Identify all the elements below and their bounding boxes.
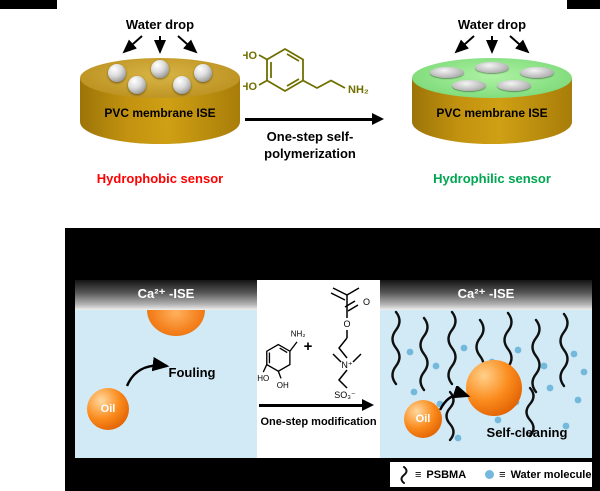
- ho-label-small: HO: [257, 374, 269, 383]
- ho-label-top: HO: [243, 50, 257, 62]
- carbonyl-o-label: O: [363, 297, 370, 307]
- water-dot-icon: [574, 396, 582, 404]
- polymer-squiggle-icon: [391, 310, 401, 386]
- water-drop-sphere: [173, 76, 191, 94]
- pvc-membrane-cylinder-hydrophilic: PVC membrane ISE: [412, 58, 572, 146]
- legend-water-label: Water molecule: [510, 468, 592, 481]
- spread-water-drop: [452, 80, 486, 91]
- oil-droplet-right: Oil: [404, 400, 442, 438]
- polymer-squiggle-icon: [525, 386, 535, 438]
- water-dot-icon: [410, 388, 418, 396]
- ho-label-bottom: HO: [243, 81, 257, 93]
- water-drop-label-right: Water drop: [457, 17, 527, 32]
- water-drop-pointer-arrows-left: [122, 35, 198, 54]
- water-dot-icon: [570, 350, 578, 358]
- oh-label-small: OH: [277, 381, 289, 390]
- polymer-squiggle-icon: [445, 390, 455, 442]
- ca-ise-electrode-left: Ca²⁺ -ISE: [75, 280, 257, 310]
- top-panel: Water drop PVC membrane ISE Hydrophobic …: [55, 0, 598, 214]
- dopamine-molecule: HO HO NH₂: [243, 47, 369, 96]
- water-drop-sphere: [194, 64, 212, 82]
- spread-water-drop: [520, 67, 554, 78]
- n-plus-label: N⁺: [341, 360, 352, 370]
- hydrophilic-sensor-label: Hydrophilic sensor: [433, 171, 551, 186]
- repelled-oil-droplet: [466, 360, 522, 416]
- self-cleaning-arrow: [438, 386, 471, 411]
- water-dot-icon: [540, 362, 548, 370]
- polymer-squiggle-icon: [400, 465, 408, 484]
- polymer-squiggle-icon: [419, 316, 429, 392]
- top-border-left: [0, 0, 57, 9]
- spread-water-drop: [430, 67, 464, 78]
- legend-equiv-2: ≡: [499, 468, 506, 481]
- water-dot-icon: [485, 470, 495, 479]
- water-drop-pointer-arrows-right: [454, 35, 530, 54]
- fouling-arrow: [125, 356, 170, 387]
- water-drop-sphere: [128, 76, 146, 94]
- water-dot-icon: [562, 422, 570, 430]
- oil-label: Oil: [100, 403, 116, 415]
- reaction-arrow-bottom: [259, 399, 374, 411]
- water-drop-sphere: [108, 64, 126, 82]
- pvc-membrane-cylinder-hydrophobic: PVC membrane ISE: [80, 58, 240, 146]
- oil-droplet-left: Oil: [87, 388, 129, 430]
- adhered-oil-blob: [147, 310, 205, 336]
- legend-equiv-1: ≡: [415, 468, 422, 481]
- water-dot-icon: [580, 368, 588, 376]
- water-dot-icon: [546, 384, 554, 392]
- legend-psbma-label: PSBMA: [426, 468, 467, 481]
- membrane-label-left: PVC membrane ISE: [104, 106, 216, 120]
- amine-label: NH₂: [348, 84, 369, 96]
- reaction-label-line2: polymerization: [264, 146, 356, 161]
- modification-chemistry: O O N⁺ SO₃⁻ NH₂ HO OH + One-step modific…: [257, 280, 380, 458]
- sulfonate-label: SO₃⁻: [334, 390, 356, 400]
- sbma-molecule: O O N⁺ SO₃⁻: [330, 287, 370, 400]
- modification-label: One-step modification: [260, 416, 377, 428]
- amine-label-small: NH₂: [291, 330, 305, 339]
- legend: ≡ PSBMA ≡ Water molecule: [390, 462, 592, 487]
- water-dot-icon: [460, 344, 468, 352]
- reaction-arrow-top: [245, 113, 384, 125]
- polymer-squiggle-icon: [531, 318, 541, 394]
- self-cleaning-scene: Ca²⁺ -ISE: [380, 280, 592, 458]
- fouling-scene: Ca²⁺ -ISE Fouling Oil: [75, 280, 257, 458]
- spread-water-drop: [497, 80, 531, 91]
- plus-sign: +: [303, 338, 313, 355]
- water-dot-icon: [494, 416, 502, 424]
- polymer-squiggle-icon: [559, 312, 569, 388]
- water-drop-label-left: Water drop: [125, 17, 195, 32]
- oil-label: Oil: [415, 413, 431, 425]
- fouling-label: Fouling: [168, 365, 216, 380]
- water-dot-icon: [406, 348, 414, 356]
- bottom-panel: Ca²⁺ -ISE Fouling Oil: [65, 228, 600, 491]
- water-drop-sphere: [151, 60, 169, 78]
- reaction-label-line1: One-step self-: [266, 129, 354, 144]
- membrane-label-right: PVC membrane ISE: [436, 106, 548, 120]
- ester-o-label: O: [343, 319, 350, 329]
- water-dot-icon: [432, 362, 440, 370]
- water-dot-icon: [454, 434, 462, 442]
- water-dot-icon: [514, 346, 522, 354]
- polymer-squiggle-icon: [447, 310, 457, 386]
- dopamine-molecule-small: NH₂ HO OH: [257, 330, 305, 391]
- ca-ise-electrode-right: Ca²⁺ -ISE: [380, 280, 592, 310]
- hydrophobic-sensor-label: Hydrophobic sensor: [96, 171, 224, 186]
- top-border-right: [567, 0, 600, 9]
- spread-water-drop: [475, 62, 509, 73]
- self-cleaning-label: Self-cleaning: [486, 425, 568, 440]
